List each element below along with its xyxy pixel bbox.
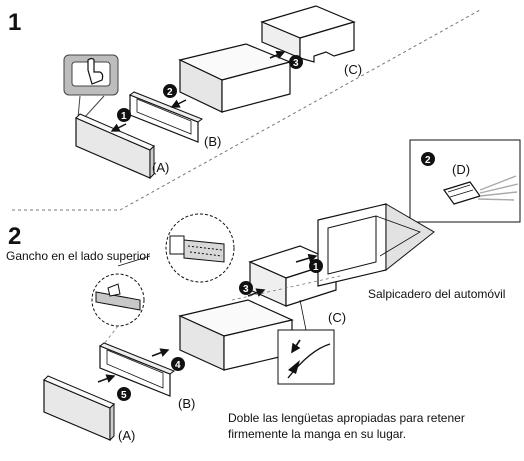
step2-marker-1: 1 <box>309 259 323 273</box>
press-release-icon <box>63 54 119 119</box>
step2-marker-4: 4 <box>171 357 185 371</box>
step2-marker-5: 5 <box>117 387 131 401</box>
label-a-step1: (A) <box>152 160 169 175</box>
step1-marker-1: 1 <box>117 108 131 122</box>
svg-text:3: 3 <box>243 284 249 295</box>
trim-frame-b-step2 <box>98 342 176 397</box>
svg-text:4: 4 <box>175 360 181 371</box>
svg-text:1: 1 <box>121 111 127 122</box>
hook-label: Gancho en el lado superior <box>6 249 150 263</box>
dashboard-label: Salpicadero del automóvil <box>368 287 505 301</box>
note-line-1: Doble las lengüetas apropiadas para rete… <box>228 411 465 425</box>
head-unit-step2 <box>178 299 294 371</box>
svg-text:5: 5 <box>121 390 127 401</box>
head-unit-step1 <box>178 43 292 113</box>
label-b-step1: (B) <box>204 134 221 149</box>
label-a-step2: (A) <box>118 428 135 443</box>
tab-bend-detail <box>277 299 335 385</box>
svg-text:3: 3 <box>293 58 299 69</box>
step-2-heading: 2 <box>8 223 21 250</box>
svg-text:2: 2 <box>425 155 431 166</box>
faceplate-a-step1 <box>75 113 155 180</box>
svg-text:1: 1 <box>313 262 319 273</box>
label-c-step1: (C) <box>344 62 362 77</box>
note-line-2: firmemente la manga en su lugar. <box>228 427 406 441</box>
faceplate-a-step2 <box>43 375 115 442</box>
step1-marker-2: 2 <box>163 84 177 98</box>
mounting-sleeve-c-step1 <box>260 5 356 63</box>
trim-frame-b-step1 <box>128 91 204 143</box>
clip-detail-circle <box>165 213 235 283</box>
step-1-heading: 1 <box>8 9 21 36</box>
step1-marker-3: 3 <box>289 55 303 69</box>
car-dashboard <box>317 203 435 287</box>
hook-detail-circle <box>91 255 151 327</box>
label-d: (D) <box>452 162 470 177</box>
svg-text:2: 2 <box>167 87 173 98</box>
section-divider <box>119 9 481 211</box>
connector-inset: 2 <box>409 139 521 223</box>
label-c-step2: (C) <box>328 310 346 325</box>
label-b-step2: (B) <box>178 396 195 411</box>
step2-marker-3: 3 <box>239 281 253 295</box>
